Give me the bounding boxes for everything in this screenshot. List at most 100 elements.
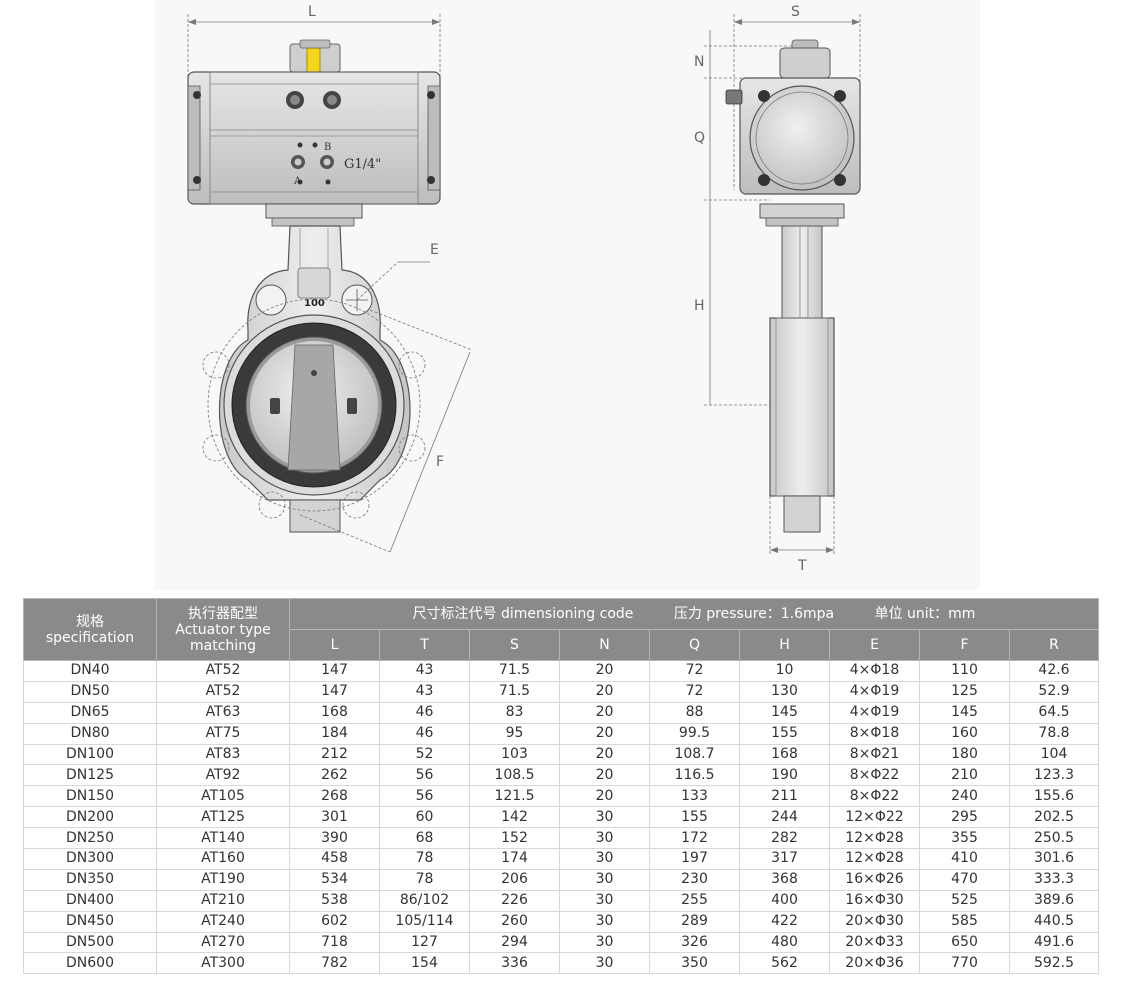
table-cell: 336 — [469, 952, 560, 975]
table-cell: AT105 — [156, 785, 290, 808]
table-cell: AT240 — [156, 910, 290, 933]
table-cell: 30 — [559, 827, 650, 850]
table-cell: 491.6 — [1009, 931, 1099, 954]
table-cell: 152 — [469, 827, 560, 850]
table-cell: 770 — [919, 952, 1010, 975]
table-cell: 294 — [469, 931, 560, 954]
table-cell: 30 — [559, 806, 650, 829]
table-cell: 71.5 — [469, 660, 560, 682]
table-cell: 8×Φ22 — [829, 785, 920, 808]
table-cell: 190 — [739, 764, 830, 787]
table-cell: DN150 — [23, 785, 157, 808]
table-cell: 56 — [379, 764, 470, 787]
code-header: 尺寸标注代号 dimensioning code 压力 pressure：1.6… — [289, 598, 1099, 630]
table-cell: 230 — [649, 868, 740, 891]
table-cell: 458 — [289, 848, 380, 870]
dim-t: T — [769, 496, 835, 574]
table-cell: 534 — [289, 868, 380, 891]
table-cell: 16×Φ30 — [829, 889, 920, 912]
table-cell: 83 — [469, 701, 560, 724]
dim-label-l: L — [308, 4, 316, 20]
table-cell: 525 — [919, 889, 1010, 912]
table-cell: 650 — [919, 931, 1010, 954]
table-cell: AT63 — [156, 701, 290, 724]
table-cell: 168 — [289, 701, 380, 724]
table-cell: 585 — [919, 910, 1010, 933]
column-header-e: E — [829, 629, 920, 661]
dim-f: F — [299, 309, 473, 553]
column-header-h: H — [739, 629, 830, 661]
technical-drawing: L A B G1/4" — [187, 4, 861, 574]
column-header-t: T — [379, 629, 470, 661]
table-cell: DN350 — [23, 868, 157, 891]
table-cell: 78 — [379, 848, 470, 870]
table-cell: 64.5 — [1009, 701, 1099, 724]
table-cell: DN65 — [23, 701, 157, 724]
table-cell: DN125 — [23, 764, 157, 787]
table-cell: 440.5 — [1009, 910, 1099, 933]
table-cell: 20×Φ33 — [829, 931, 920, 954]
table-cell: 68 — [379, 827, 470, 850]
table-cell: 211 — [739, 785, 830, 808]
table-cell: 350 — [649, 952, 740, 975]
table-cell: AT140 — [156, 827, 290, 850]
table-cell: DN100 — [23, 743, 157, 766]
table-cell: AT52 — [156, 680, 290, 703]
table-cell: 52 — [379, 743, 470, 766]
dim-label-q: Q — [694, 130, 705, 146]
unit-text: 单位 unit：mm — [874, 606, 976, 622]
table-cell: 86/102 — [379, 889, 470, 912]
table-cell: 145 — [919, 701, 1010, 724]
table-cell: 333.3 — [1009, 868, 1099, 891]
table-cell: 20 — [559, 680, 650, 703]
spec-header-en: specification — [45, 629, 135, 646]
table-cell: 60 — [379, 806, 470, 829]
table-cell: 718 — [289, 931, 380, 954]
table-cell: 133 — [649, 785, 740, 808]
table-cell: 8×Φ22 — [829, 764, 920, 787]
table-cell: 422 — [739, 910, 830, 933]
table-cell: 326 — [649, 931, 740, 954]
dimension-table: 规格 specification 执行器配型 Actuator type mat… — [23, 598, 1099, 975]
table-cell: 130 — [739, 680, 830, 703]
dim-l: L — [187, 4, 441, 90]
table-cell: 4×Φ18 — [829, 660, 920, 682]
table-cell: 262 — [289, 764, 380, 787]
table-cell: 72 — [649, 660, 740, 682]
table-cell: 174 — [469, 848, 560, 870]
table-cell: DN40 — [23, 660, 157, 682]
table-cell: 30 — [559, 910, 650, 933]
table-cell: 78 — [379, 868, 470, 891]
table-cell: 562 — [739, 952, 830, 975]
table-cell: 301 — [289, 806, 380, 829]
table-cell: 72 — [649, 680, 740, 703]
actuator-header: 执行器配型 Actuator type matching — [156, 598, 290, 661]
table-cell: 20 — [559, 743, 650, 766]
table-cell: DN250 — [23, 827, 157, 850]
column-header-l: L — [289, 629, 380, 661]
table-cell: 12×Φ28 — [829, 848, 920, 870]
table-cell: 155.6 — [1009, 785, 1099, 808]
table-cell: 78.8 — [1009, 722, 1099, 745]
table-cell: 602 — [289, 910, 380, 933]
table-cell: 116.5 — [649, 764, 740, 787]
table-cell: 20 — [559, 722, 650, 745]
table-cell: AT83 — [156, 743, 290, 766]
table-cell: 125 — [919, 680, 1010, 703]
pressure-text: 压力 pressure：1.6mpa — [673, 606, 835, 622]
table-cell: 244 — [739, 806, 830, 829]
table-cell: 197 — [649, 848, 740, 870]
table-cell: 268 — [289, 785, 380, 808]
table-cell: 104 — [1009, 743, 1099, 766]
dim-label-f: F — [436, 454, 444, 470]
table-cell: 147 — [289, 680, 380, 703]
